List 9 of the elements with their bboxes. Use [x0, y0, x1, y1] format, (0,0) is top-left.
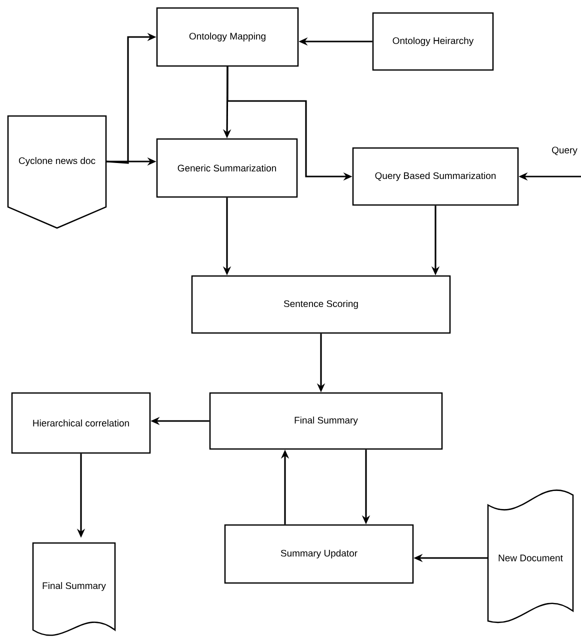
process-box: Sentence Scoring: [191, 275, 451, 334]
process-box: Summary Updator: [224, 524, 414, 584]
process-box: Generic Summarization: [156, 138, 298, 198]
process-box: Ontology Mapping: [156, 7, 299, 67]
input-label: Query: [552, 146, 578, 156]
process-box: Query Based Summarization: [352, 147, 519, 206]
process-box: Hierarchical correlation: [11, 392, 151, 454]
process-box: Final Summary: [209, 392, 443, 450]
process-box: Ontology Heirarchy: [372, 12, 494, 71]
